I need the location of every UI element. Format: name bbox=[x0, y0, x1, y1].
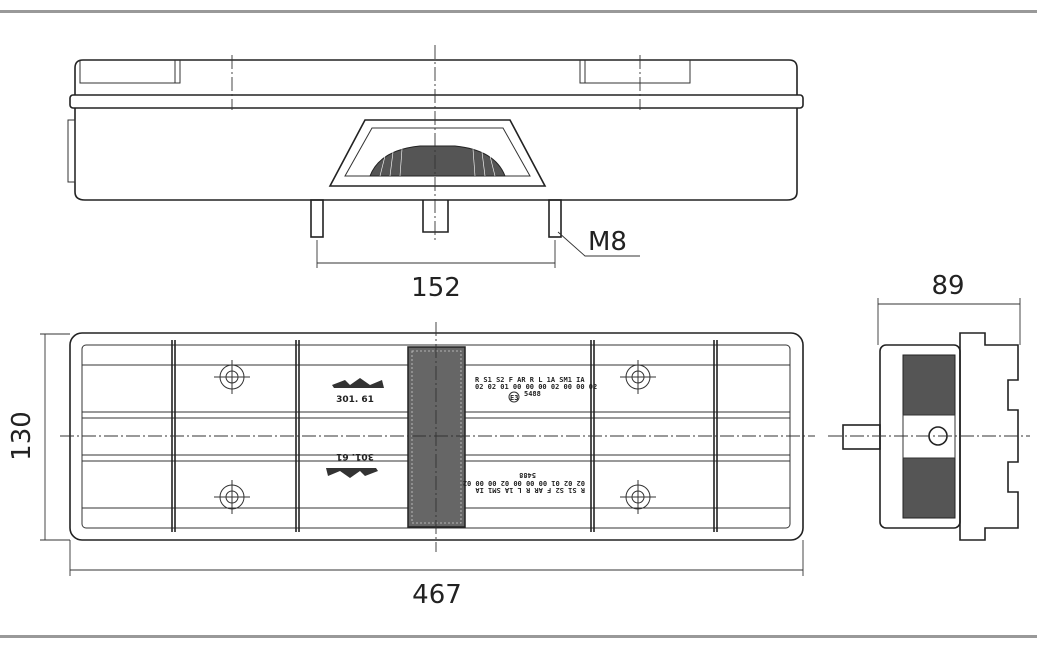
function-codes-inverted: R S1 S2 F AR R L 1A SM1 IA bbox=[475, 486, 585, 494]
side-view: 89 bbox=[828, 271, 1030, 541]
function-codes: R S1 S2 F AR R L 1A SM1 IA bbox=[475, 376, 585, 384]
bottom-frame-line bbox=[0, 635, 1037, 638]
approval-number: 5488 bbox=[524, 390, 541, 398]
front-view: 301. 61 301. 61 R S1 S2 F AR R L 1A SM1 … bbox=[7, 322, 815, 610]
center-reflector bbox=[407, 346, 466, 528]
height-label: 130 bbox=[7, 411, 37, 461]
mounting-screws bbox=[214, 360, 656, 514]
part-number: 301. 61 bbox=[336, 395, 374, 405]
part-number-inverted: 301. 61 bbox=[336, 451, 374, 461]
depth-label: 89 bbox=[931, 271, 964, 301]
top-frame-line bbox=[0, 10, 1037, 13]
length-label: 467 bbox=[412, 580, 462, 610]
function-code-versions: 02 02 01 00 00 00 02 00 00 02 bbox=[475, 383, 597, 391]
stud-spacing-label: 152 bbox=[411, 273, 461, 303]
thread-leader-line bbox=[557, 231, 640, 257]
top-view: M8 152 bbox=[67, 45, 804, 303]
approval-mark: E3 bbox=[510, 394, 518, 402]
brand-logo bbox=[332, 378, 384, 388]
approval-number-inverted: 5488 bbox=[519, 471, 536, 479]
function-code-versions-inverted: 02 02 01 00 00 00 02 00 00 02 bbox=[463, 479, 585, 487]
thread-label: M8 bbox=[588, 227, 627, 257]
